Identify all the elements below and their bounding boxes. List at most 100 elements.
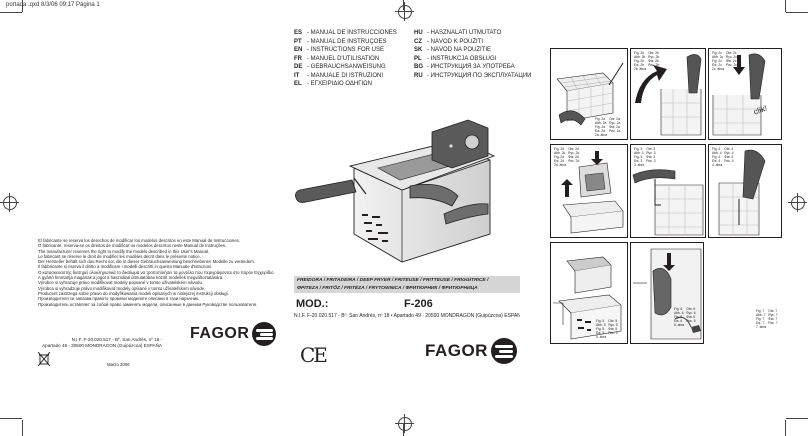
lang-code: HU bbox=[414, 30, 423, 36]
click-text: clik! bbox=[752, 104, 768, 117]
ce-mark: CE bbox=[300, 343, 328, 367]
lang-code: RU bbox=[414, 72, 423, 79]
crop-mark bbox=[786, 12, 808, 13]
power-cord-illustration bbox=[633, 248, 702, 340]
lang-code: CZ bbox=[414, 38, 422, 45]
model-label: MOD.: bbox=[296, 298, 329, 310]
registration-mark bbox=[0, 193, 19, 212]
fagor-logo: FAGOR bbox=[190, 322, 277, 346]
lang-code: PT bbox=[294, 38, 302, 45]
lift-lid-illustration bbox=[561, 151, 624, 234]
legal-line: El fabricante se reserva los derechos de… bbox=[38, 238, 241, 243]
crop-mark bbox=[0, 418, 22, 419]
lang-title: MANUEL D'UTILISATION bbox=[310, 55, 380, 62]
lang-title: INSTRUCTIONS FOR USE bbox=[310, 47, 385, 53]
lang-title: ИНСТРУКЦИЯ ПО ЭКСПЛУАТАЦИИ bbox=[430, 72, 532, 79]
basket-hook-illustration bbox=[632, 169, 704, 236]
legal-line: Le fabricant se réserve le droit de modi… bbox=[38, 253, 201, 259]
crop-mark bbox=[22, 0, 23, 12]
legal-line: A gyártó fenntartja magának a jogot a ha… bbox=[38, 275, 224, 281]
product-names-line: FREIDORA / FRITADEIRA / DEEP FRYER / FRI… bbox=[297, 278, 489, 283]
legal-line: The manufacturer reserves the right to m… bbox=[38, 248, 210, 254]
legal-line: Výrobca si vyhradzuje právo modifikovať … bbox=[38, 285, 206, 291]
crop-mark bbox=[786, 418, 808, 419]
lang-code: PL bbox=[414, 55, 422, 62]
lang-title: INSTRUKCJA OBSŁUGI bbox=[430, 55, 497, 62]
lang-title: GEBRAUCHSANWEISUNG bbox=[310, 64, 386, 70]
crop-mark bbox=[785, 0, 786, 12]
lang-code: EN bbox=[294, 47, 303, 53]
product-name-bar: FREIDORA / FRITADEIRA / DEEP FRYER / FRI… bbox=[294, 276, 520, 293]
legal-line: Der Hersteller behält sich das Recht vor… bbox=[38, 259, 256, 265]
lang-title: HASZNÁLATI ÚTMUTATÓ bbox=[430, 30, 502, 36]
lang-code: IT bbox=[294, 72, 300, 79]
fryer-illustration bbox=[295, 119, 496, 263]
brand-name: FAGOR bbox=[190, 325, 250, 342]
bottom-address: N.I.F. F-20.020.517 - Bº. San Andrés, nº… bbox=[294, 313, 520, 319]
registration-mark bbox=[395, 2, 414, 21]
fagor-emblem-icon bbox=[490, 338, 517, 364]
legal-notice: El fabricante se reserva los derechos de… bbox=[38, 238, 274, 307]
legal-line: Il fabbricante si riserva il diritto a m… bbox=[38, 264, 213, 270]
address-line: N.I.F. F-20.020.517 - Bº. San Andrés, nº… bbox=[71, 337, 162, 342]
model-number: F-206 bbox=[404, 298, 433, 310]
registration-mark bbox=[395, 414, 414, 433]
fagor-logo: FAGOR bbox=[425, 338, 517, 364]
lang-title: MANUAL DE INSTRUCCIONES bbox=[310, 30, 397, 36]
lang-title: MANUALE DI ISTRUZIONI bbox=[310, 72, 384, 79]
crop-mark bbox=[785, 420, 786, 436]
date: Marzo 2006 bbox=[107, 362, 130, 367]
legal-line: Výrobce si vyhrazuje právo modifikovat m… bbox=[38, 280, 204, 286]
cleaning-illustration bbox=[553, 256, 622, 340]
lang-code: ES bbox=[294, 30, 303, 36]
lang-code: EL bbox=[294, 81, 302, 87]
legal-line: O fabricante, reserva-se os direitos de … bbox=[38, 243, 227, 249]
basket-illustration bbox=[556, 62, 624, 126]
legal-line: Производитель оставляет за собой право з… bbox=[38, 301, 258, 307]
lang-code: SK bbox=[414, 47, 423, 53]
manufacturer-address: N.I.F. F-20.020.517 - Bº. San Andrés, nº… bbox=[42, 337, 162, 349]
lang-code: DE bbox=[294, 64, 303, 70]
basket-lift-illustration bbox=[718, 149, 766, 236]
address-line: Apartado 49 - 20500 MONDRAGON (Guipúzcoa… bbox=[42, 343, 162, 348]
lang-title: MANUAL DE INSTRUÇÕES bbox=[310, 38, 387, 45]
registration-mark bbox=[788, 193, 807, 212]
legal-line: Producent zastrzega sobie prawo do modyf… bbox=[38, 290, 229, 296]
handle-fold-illustration bbox=[635, 54, 702, 136]
handle-click-illustration: clik! bbox=[712, 53, 768, 136]
lang-title: ΕΓΧΕΙΡΙΔΙΟ ΟΔΗΓΙΩΝ bbox=[310, 81, 372, 87]
lang-code: FR bbox=[294, 55, 302, 62]
file-slug: portada .qxd 8/3/06 09:17 Página 1 bbox=[6, 2, 100, 8]
legal-line: Производителя си запазва правото промени… bbox=[38, 296, 200, 302]
crop-mark bbox=[0, 12, 22, 13]
weee-bin-icon bbox=[38, 352, 50, 366]
brand-name: FAGOR bbox=[425, 341, 488, 360]
fagor-emblem-icon bbox=[252, 322, 277, 346]
lang-title: ИНСТРУКЦИЯ ЗА УПОТРЕБА bbox=[430, 64, 515, 70]
legal-line: O κατασκευαστής διατηρεί ολοκληρωτικά το… bbox=[38, 269, 274, 275]
lang-title: NÁVOD K POUŽITÍ bbox=[430, 38, 484, 45]
lang-title: NÁVOD NA POUŽITIE bbox=[430, 47, 492, 53]
crop-mark bbox=[22, 420, 23, 436]
lang-code: BG bbox=[414, 64, 423, 70]
product-names-line: ΦΡΙΤΕΖΑ / FRITŐZ / FRITÉZA / FRYTOWNICA … bbox=[297, 286, 478, 291]
